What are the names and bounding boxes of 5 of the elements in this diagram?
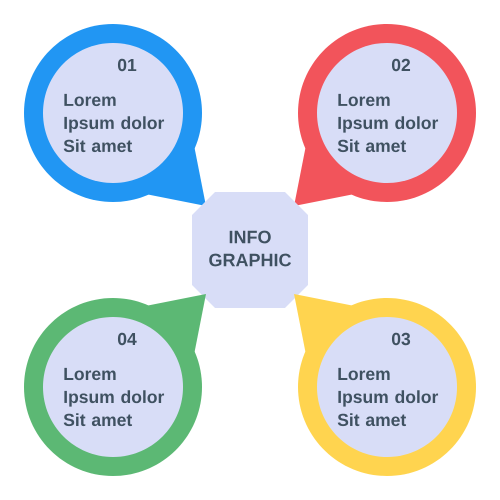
center-octagon: INFO GRAPHIC [192,192,308,308]
speech-bubble: 03 Lorem Ipsum dolor Sit amet [294,294,476,476]
speech-bubble: 01 Lorem Ipsum dolor Sit amet [24,24,206,206]
speech-bubble: 02 Lorem Ipsum dolor Sit amet [294,24,476,206]
speech-bubble: 04 Lorem Ipsum dolor Sit amet [24,294,206,476]
